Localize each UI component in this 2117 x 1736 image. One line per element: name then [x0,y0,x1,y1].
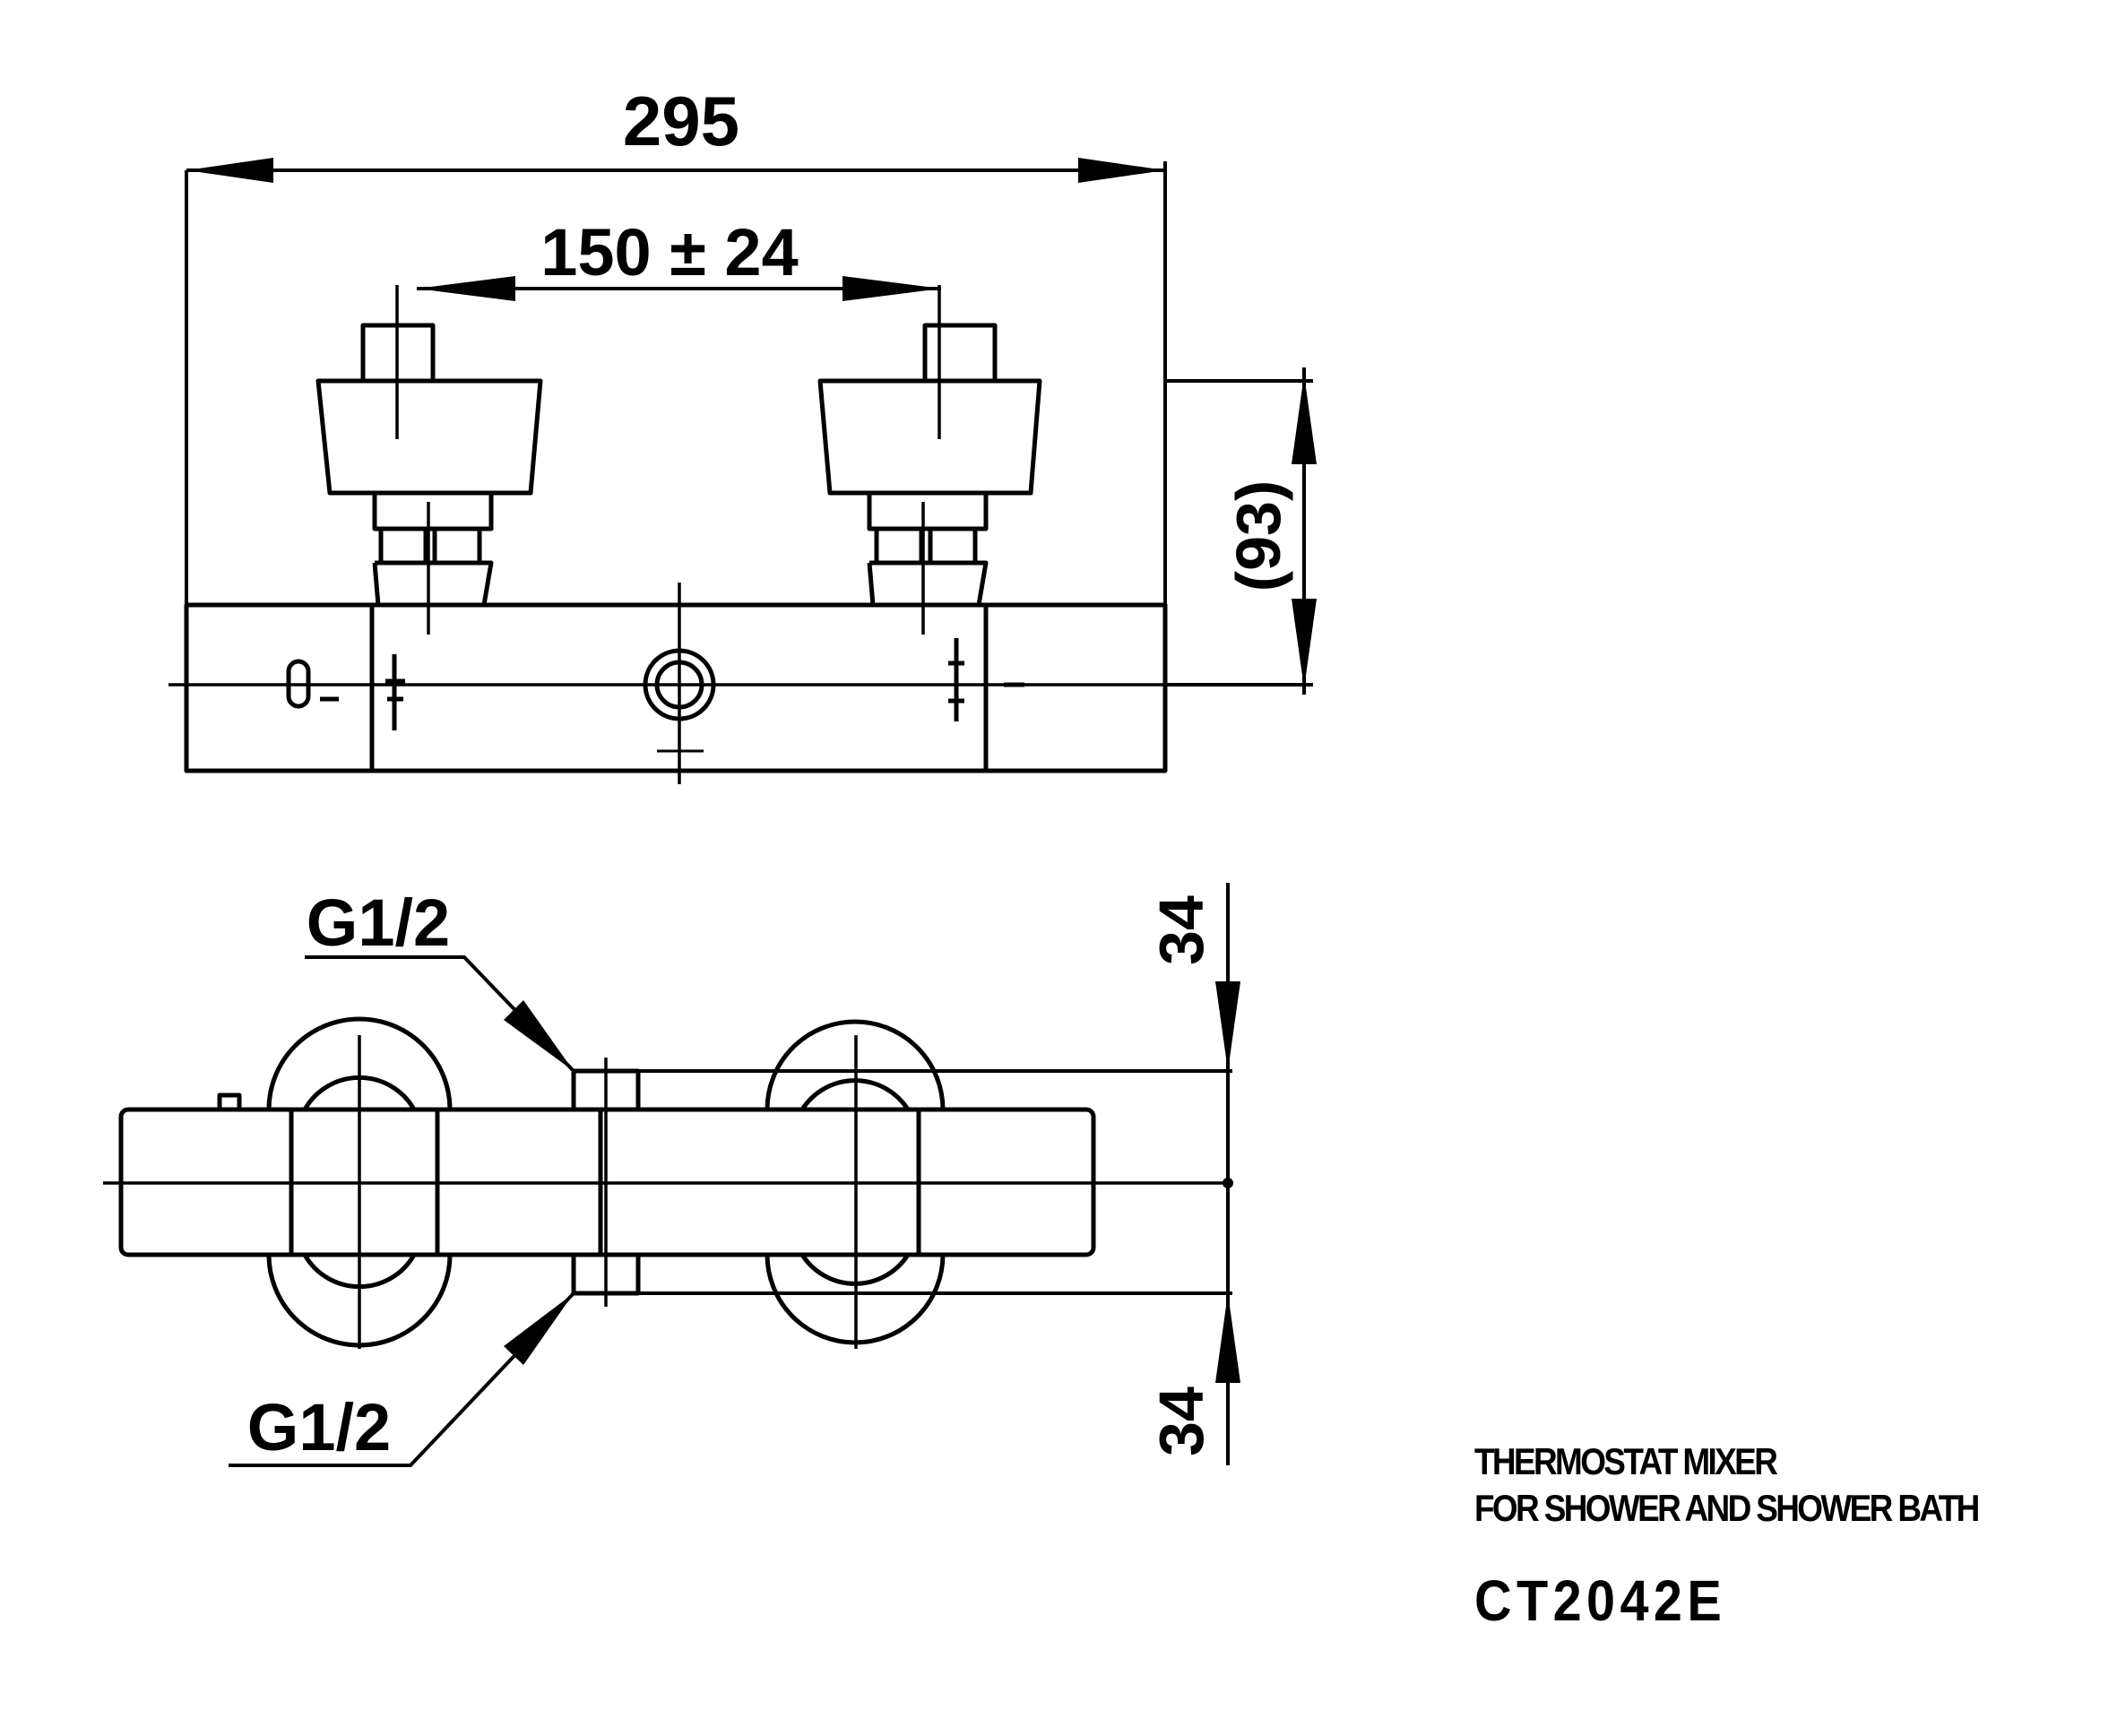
dim-offset-top: 34 [1146,895,1216,965]
dim-overall-width: 295 [623,82,739,160]
temperature-slot [286,659,311,709]
connection-label-lower: G1/2 [247,1390,391,1464]
dim-offset-bottom: 34 [1146,1386,1216,1456]
top-view: 34 34 G1/2 G1/2 [103,883,1240,1467]
model-number: CT2042E [1474,1568,1727,1633]
title-block: THERMOSTAT MIXER FOR SHOWER AND SHOWER B… [1474,1438,2102,1632]
product-description-line1: THERMOSTAT MIXER [1474,1440,1778,1482]
right-inlet-fitting [817,323,1042,606]
dim-inlet-spacing: 150 ± 24 [540,215,799,289]
product-description-line2: FOR SHOWER AND SHOWER BATH [1474,1487,1980,1529]
dim-height: (93) [1223,480,1293,592]
mixer-body [184,602,1168,773]
connection-label-upper: G1/2 [307,885,450,960]
outlet-ring [643,648,716,721]
front-view: 295 150 ± 24 [168,82,1317,784]
